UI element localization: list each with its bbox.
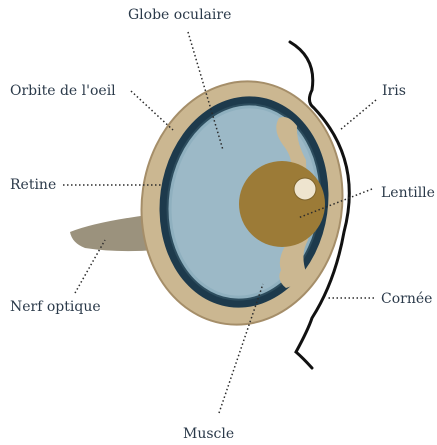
- label-nerf-optique: Nerf optique: [10, 299, 101, 315]
- lens: [239, 161, 325, 247]
- leader-iris: [340, 100, 376, 130]
- leader-orbite: [131, 91, 173, 130]
- label-lentille: Lentille: [381, 185, 435, 201]
- label-orbite-oeil: Orbite de l'oeil: [10, 83, 116, 99]
- label-retine: Retine: [10, 177, 56, 193]
- label-globe-oculaire: Globe oculaire: [128, 7, 231, 23]
- lens-highlight: [294, 178, 316, 200]
- label-cornee: Cornée: [381, 291, 432, 307]
- label-muscle: Muscle: [183, 426, 234, 442]
- label-iris: Iris: [382, 83, 406, 99]
